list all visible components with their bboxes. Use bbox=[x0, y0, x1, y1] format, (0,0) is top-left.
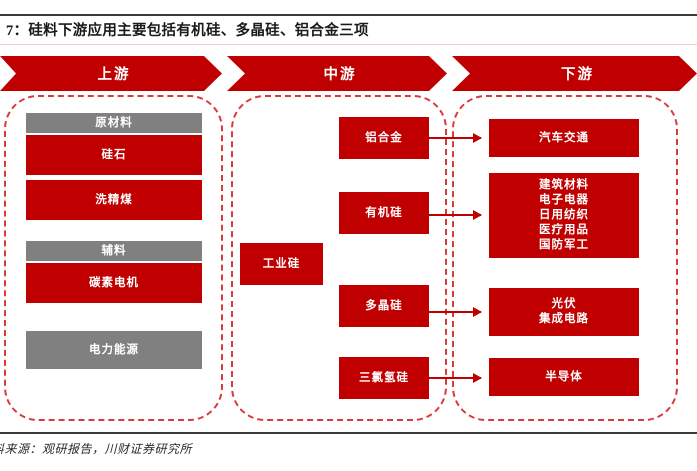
node-trichlorosilane: 三氯氢硅 bbox=[339, 357, 429, 399]
stage-container-midstream bbox=[231, 95, 447, 421]
node-aluminium-alloy: 铝合金 bbox=[339, 117, 429, 159]
stage-header-downstream-label: 下游 bbox=[561, 67, 594, 83]
node-industrial-silicon: 工业硅 bbox=[240, 243, 323, 285]
stage-header-upstream: 上游 bbox=[0, 56, 222, 91]
node-line: 集成电路 bbox=[539, 313, 589, 325]
node-general-industries: 建筑材料 电子电器 日用纺织 医疗用品 国防军工 bbox=[489, 173, 639, 258]
node-organosilicon: 有机硅 bbox=[339, 192, 429, 234]
stage-container-upstream bbox=[4, 95, 223, 421]
connector-organosilicon-to-industries bbox=[429, 210, 482, 220]
node-line: 医疗用品 bbox=[539, 224, 589, 236]
node-power-energy: 电力能源 bbox=[26, 331, 202, 369]
node-line: 建筑材料 bbox=[539, 179, 589, 191]
node-carbon-electrode-motor: 碳素电机 bbox=[26, 263, 202, 303]
node-photovoltaic-integrated-circuit: 光伏 集成电路 bbox=[489, 288, 639, 336]
title-top-divider bbox=[0, 14, 697, 16]
title-bottom-divider bbox=[0, 44, 697, 45]
footer-divider bbox=[0, 432, 697, 434]
node-raw-material: 原材料 bbox=[26, 113, 202, 133]
node-automotive-transport: 汽车交通 bbox=[489, 119, 639, 157]
connector-aluminium-to-automotive bbox=[429, 133, 482, 143]
stage-container-downstream bbox=[452, 95, 678, 421]
node-line: 国防军工 bbox=[539, 239, 589, 251]
node-line: 日用纺织 bbox=[539, 209, 589, 221]
node-line: 光伏 bbox=[551, 298, 577, 310]
node-line: 电子电器 bbox=[539, 194, 589, 206]
source-note: 料来源：观研报告，川财证券研究所 bbox=[0, 442, 193, 456]
node-auxiliary-material: 辅料 bbox=[26, 241, 202, 261]
connector-polysilicon-to-photovoltaic bbox=[429, 307, 482, 317]
stage-header-midstream-label: 中游 bbox=[323, 67, 357, 83]
node-washed-coal: 洗精煤 bbox=[26, 180, 202, 220]
node-silica: 硅石 bbox=[26, 135, 202, 175]
connector-trichlorosilane-to-semiconductor bbox=[429, 373, 482, 383]
stage-header-midstream: 中游 bbox=[227, 56, 447, 91]
node-polysilicon: 多晶硅 bbox=[339, 285, 429, 327]
node-semiconductor: 半导体 bbox=[489, 358, 639, 396]
stage-header-upstream-label: 上游 bbox=[97, 67, 131, 83]
node-line: 汽车交通 bbox=[539, 131, 589, 144]
node-line: 半导体 bbox=[545, 370, 583, 383]
page-title: 7：硅料下游应用主要包括有机硅、多晶硅、铝合金三项 bbox=[6, 23, 369, 39]
stage-header-downstream: 下游 bbox=[452, 56, 697, 91]
